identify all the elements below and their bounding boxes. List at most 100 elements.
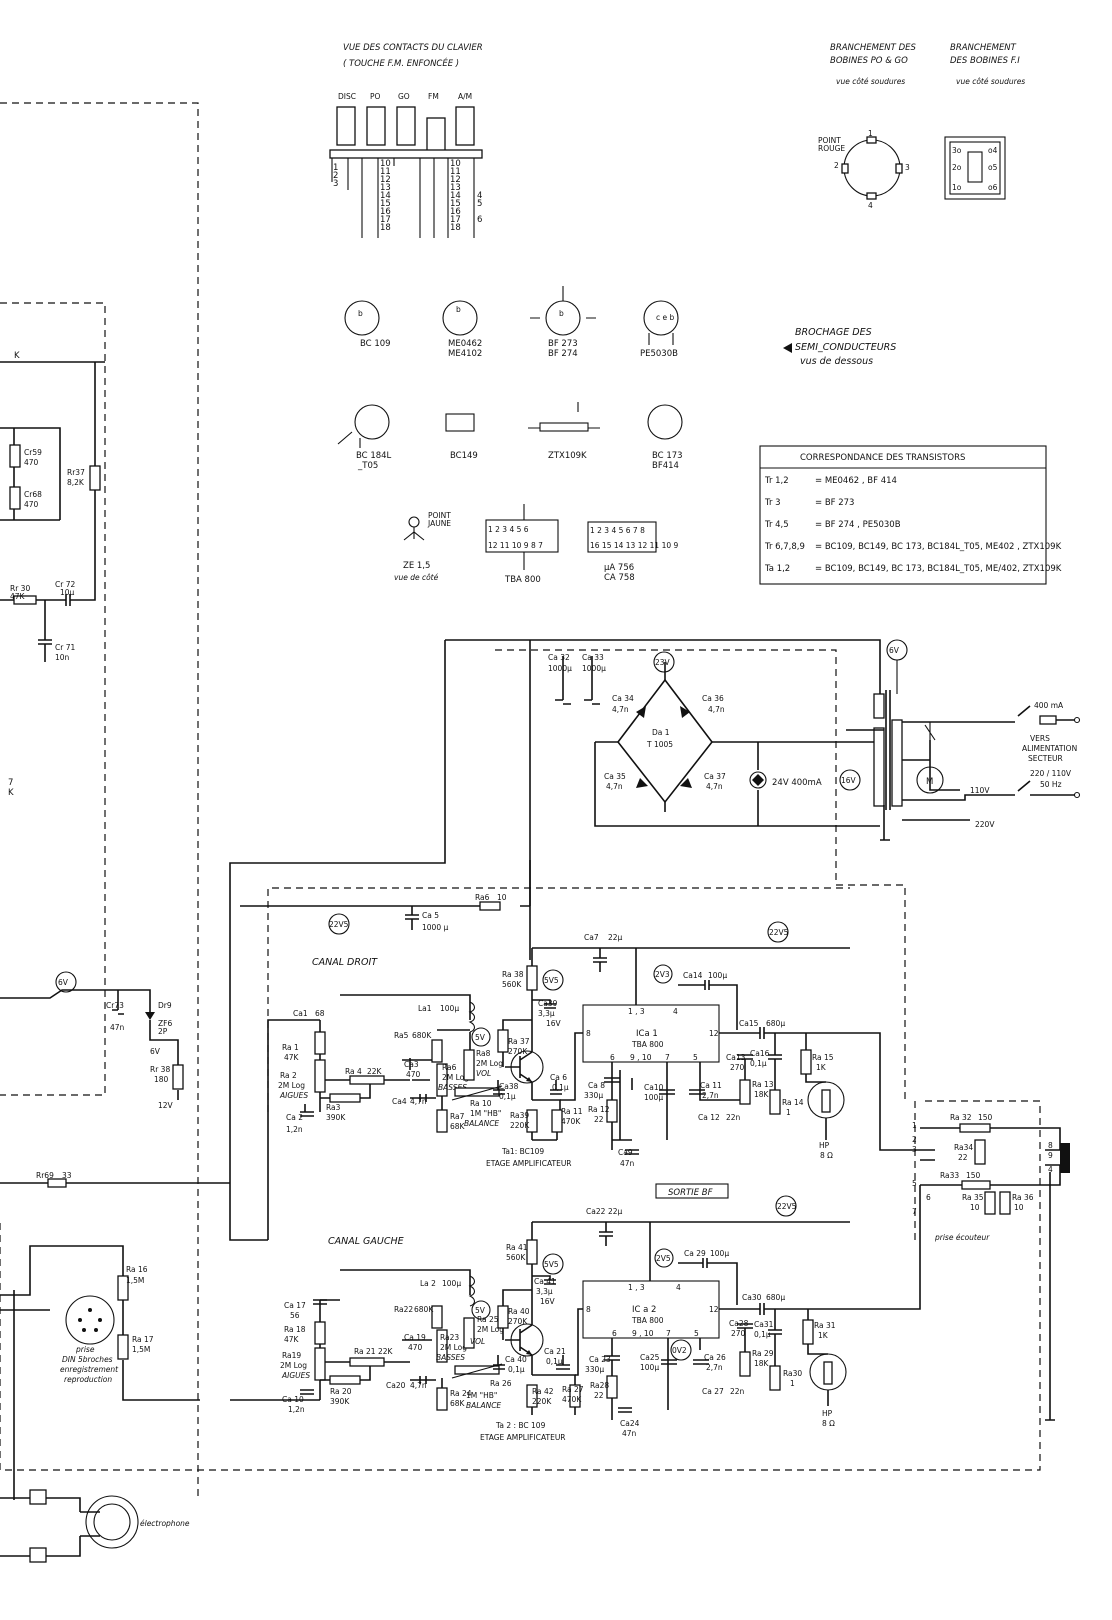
ca10-label: Ca10 — [644, 1083, 664, 1092]
hp-pin-5: 5 — [912, 1179, 917, 1188]
rr69-value: 33 — [62, 1171, 72, 1180]
din-socket-icon — [65, 1295, 115, 1345]
ra29-value: 18K — [754, 1359, 770, 1368]
ch-right-title: CANAL DROIT — [312, 957, 378, 968]
ca23-value: 330µ — [585, 1365, 604, 1374]
left-7: 7 — [8, 778, 13, 788]
hp-left-label: HP — [822, 1409, 833, 1418]
ca31-label: Ca31 — [754, 1320, 774, 1329]
cr59-label: Cr59 — [24, 448, 42, 457]
headphone-jack-icon — [1060, 1143, 1070, 1173]
ca8-value: 330µ — [584, 1091, 603, 1100]
key-label-disc: DISC — [338, 92, 356, 101]
ica1-type: TBA 800 — [631, 1040, 664, 1049]
channel-left: CANAL GAUCHE Ca 17 56 Ra 18 47K Ra19 2M … — [230, 1185, 921, 1442]
ca32-label: Ca 32 — [548, 653, 570, 662]
da1-label: Da 1 — [652, 728, 670, 737]
ra15-value: 1K — [816, 1063, 827, 1072]
zf6-label: ZF6 — [158, 1019, 172, 1028]
pinout-ua756: µA 756 — [604, 563, 634, 573]
ca41-voltage: 16V — [540, 1297, 556, 1306]
ra36-label: Ra 36 — [1012, 1193, 1034, 1202]
key-label-go: GO — [398, 92, 410, 101]
coil-fi-title-2: DES BOBINES F.I — [950, 56, 1020, 66]
ca22-label: Ca22 — [586, 1207, 606, 1216]
ica1-pin-5: 5 — [693, 1053, 698, 1062]
ca16-value: 0,1µ — [750, 1059, 767, 1068]
ra17-value: 1,5M — [132, 1345, 150, 1354]
v23-right-marker — [653, 964, 673, 984]
ica2-type: TBA 800 — [631, 1316, 664, 1325]
ca38-value: 0,1µ — [499, 1092, 516, 1101]
ra6b-function: BASSES — [438, 1083, 467, 1092]
din-label-4: reproduction — [64, 1375, 112, 1384]
table-row-1-key: Tr 1,2 — [764, 476, 789, 486]
ra19-value: 2M Log — [280, 1361, 307, 1370]
svg-text:16: 16 — [450, 207, 461, 217]
svg-text:13: 13 — [450, 183, 461, 193]
pinout-ztx109k: ZTX109K — [548, 451, 587, 461]
pinout-bf274: BF 274 — [548, 349, 578, 359]
ra7-label: Ra7 — [450, 1112, 465, 1121]
table-row-5-key: Ta 1,2 — [764, 564, 790, 574]
ca7-value: 22µ — [608, 933, 623, 942]
coil-po-go-sub: vue côté soudures — [836, 77, 905, 86]
ca13-label: Ca13 — [726, 1053, 746, 1062]
table-row-3-value: = BF 274 , PE5030B — [815, 520, 901, 530]
ra1-label: Ra 1 — [282, 1043, 299, 1052]
ca12-label: Ca 12 — [698, 1113, 720, 1122]
svg-text:13: 13 — [380, 183, 391, 193]
cr72-label: Cr 72 — [55, 580, 75, 589]
v5-left-label: 5V — [475, 1306, 486, 1315]
ra14-label: Ra 14 — [782, 1098, 804, 1107]
ca9-label: Ca9 — [618, 1148, 633, 1157]
ica2-pin-6: 6 — [612, 1329, 617, 1338]
ra11-label: Ra 11 — [561, 1107, 583, 1116]
ca2-label: Ca 2 — [286, 1113, 303, 1122]
mains-label-4: 220 / 110V — [1030, 769, 1072, 778]
svg-text:12 11 10 9 8 7: 12 11 10 9 8 7 — [488, 541, 543, 550]
ca32-value: 1000µ — [548, 664, 572, 673]
ica2-pin-4: 4 — [676, 1283, 681, 1292]
ze-point-2: JAUNE — [427, 519, 451, 528]
pinout-bc109: BC 109 — [360, 339, 391, 349]
ca11-value: 2,7n — [702, 1091, 719, 1100]
pinout-me0462: ME0462 — [448, 339, 482, 349]
coil-fi-sub: vue côté soudures — [956, 77, 1025, 86]
svg-text:17: 17 — [450, 215, 461, 225]
pinout-pe5030b: PE5030B — [640, 349, 678, 359]
ra23-label: Ra23 — [440, 1333, 459, 1342]
ca1-value: 68 — [315, 1009, 325, 1018]
ra18-label: Ra 18 — [284, 1325, 306, 1334]
pinout-bf273: BF 273 — [548, 339, 578, 349]
ra38-label: Ra 38 — [502, 970, 524, 979]
coil-po-go-title-1: BRANCHEMENT DES — [830, 43, 916, 53]
ra35-label: Ra 35 — [962, 1193, 984, 1202]
ca21-label: Ca 21 — [544, 1347, 566, 1356]
svg-text:12: 12 — [380, 175, 391, 185]
ch-left-title: CANAL GAUCHE — [328, 1236, 404, 1247]
svg-text:17: 17 — [380, 215, 391, 225]
ca40-value: 0,1µ — [508, 1365, 525, 1374]
cr73-label: Cr73 — [106, 1001, 124, 1010]
la2-value: 100µ — [442, 1279, 461, 1288]
jack-pin-8: 8 — [1048, 1141, 1053, 1150]
lamp-icon — [749, 771, 767, 789]
ra13-value: 18K — [754, 1090, 770, 1099]
din-label-1: prise — [75, 1345, 95, 1354]
pinout-bc149: BC149 — [450, 451, 478, 461]
ca10-value: 100µ — [644, 1093, 663, 1102]
ra32-label: Ra 32 — [950, 1113, 972, 1122]
ca39-voltage: 16V — [546, 1019, 562, 1028]
transistor-table: CORRESPONDANCE DES TRANSISTORS Tr 1,2 = … — [759, 445, 1062, 585]
mains-label-3: SECTEUR — [1028, 754, 1063, 763]
hp-pin-2: 2 — [912, 1135, 917, 1144]
ica1-name: ICa 1 — [636, 1029, 658, 1039]
ca8-label: Ca 8 — [588, 1081, 605, 1090]
pinout-arrow-icon — [783, 343, 792, 353]
svg-text:b: b — [456, 305, 461, 314]
key-po — [366, 106, 386, 146]
ra42-value: 220K — [532, 1397, 552, 1406]
ra39-value: 220K — [510, 1121, 530, 1130]
ca40-label: Ca 40 — [505, 1355, 527, 1364]
